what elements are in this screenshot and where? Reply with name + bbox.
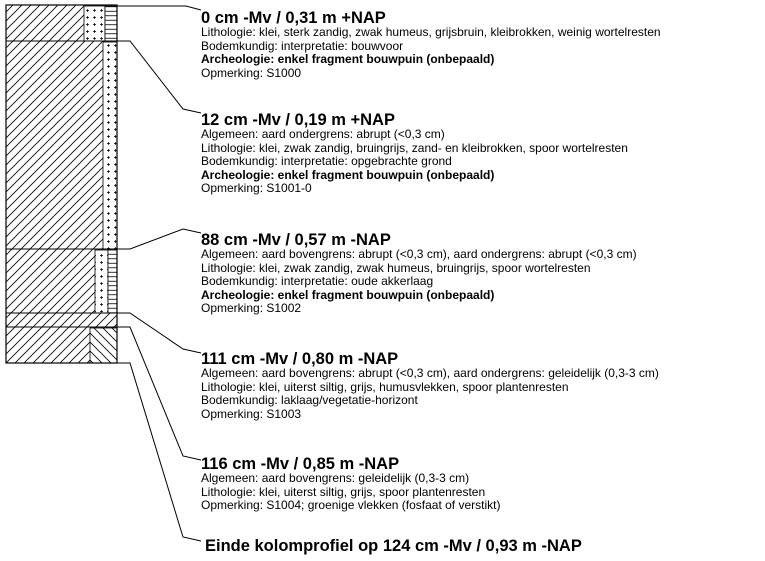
leader-line-3	[117, 228, 202, 250]
layer-line: Archeologie: enkel fragment bouwpuin (on…	[201, 167, 495, 182]
layer-line: Lithologie: klei, uiterst siltig, grijs,…	[201, 484, 486, 499]
layer-heading: 12 cm -Mv / 0,19 m +NAP	[201, 111, 395, 129]
layer-line: Bodemkundig: interpretatie: oude akkerla…	[201, 274, 434, 289]
layer-line: Opmerking: S1003	[201, 406, 302, 421]
layer-line: Algemeen: aard bovengrens: abrupt (<0,3 …	[201, 247, 637, 261]
layer-line: Lithologie: klei, zwak zandig, bruingrij…	[201, 140, 628, 155]
leader-line-1	[117, 5, 202, 11]
layer-line: Lithologie: klei, zwak zandig, zwak hume…	[201, 260, 591, 275]
layer-heading: 0 cm -Mv / 0,31 m +NAP	[201, 9, 386, 27]
leader-line-end	[117, 362, 202, 542]
layer-description-3: 88 cm -Mv / 0,57 m -NAP Algemeen: aard b…	[201, 232, 761, 316]
layer-line: Bodemkundig: interpretatie: opgebrachte …	[201, 154, 452, 169]
layer-line: Algemeen: aard bovengrens: abrupt (<0,3 …	[201, 366, 659, 380]
layer-description-2: 12 cm -Mv / 0,19 m +NAP Algemeen: aard o…	[201, 112, 761, 196]
leader-line-2	[117, 40, 202, 114]
layer-line: Algemeen: aard bovengrens: geleidelijk (…	[201, 471, 470, 485]
layer-line: Lithologie: klei, uiterst siltig, grijs,…	[201, 379, 569, 394]
profile-end-label: Einde kolomprofiel op 124 cm -Mv / 0,93 …	[205, 537, 582, 555]
layer-line: Opmerking: S1000	[201, 65, 302, 80]
layer-heading: 88 cm -Mv / 0,57 m -NAP	[201, 231, 391, 249]
layer-description-1: 0 cm -Mv / 0,31 m +NAP Lithologie: klei,…	[201, 10, 761, 80]
layer-description-5: 116 cm -Mv / 0,85 m -NAP Algemeen: aard …	[201, 456, 761, 513]
layer-line: Algemeen: aard ondergrens: abrupt (<0,3 …	[201, 127, 445, 141]
layer-4-pattern	[5, 312, 118, 328]
layer-3-lines-pattern	[107, 249, 118, 314]
leader-line-4	[117, 312, 202, 354]
layer-1-lines-pattern	[104, 5, 118, 42]
layer-line: Archeologie: enkel fragment bouwpuin (on…	[201, 52, 495, 67]
layer-line: Lithologie: klei, sterk zandig, zwak hum…	[201, 25, 661, 39]
layer-description-4: 111 cm -Mv / 0,80 m -NAP Algemeen: aard …	[201, 351, 761, 421]
layer-5-backhatch-pattern	[89, 327, 118, 364]
layer-2-plus-pattern	[102, 41, 118, 250]
layer-heading: 111 cm -Mv / 0,80 m -NAP	[201, 350, 399, 368]
layer-line: Bodemkundig: laklaag/vegetatie-horizont	[201, 393, 418, 408]
layer-3-plus-pattern	[94, 249, 109, 314]
layer-heading: 116 cm -Mv / 0,85 m -NAP	[201, 455, 400, 473]
layer-line: Bodemkundig: interpretatie: bouwvoor	[201, 38, 404, 53]
profile-column-outline	[5, 4, 118, 364]
leader-line-5	[117, 326, 202, 461]
layer-line: Archeologie: enkel fragment bouwpuin (on…	[201, 287, 495, 302]
layer-1-plus-pattern	[83, 5, 106, 42]
layer-line: Opmerking: S1001-0	[201, 181, 312, 196]
layer-line: Opmerking: S1002	[201, 301, 302, 316]
layer-line: Opmerking: S1004; groenige vlekken (fosf…	[201, 498, 501, 513]
